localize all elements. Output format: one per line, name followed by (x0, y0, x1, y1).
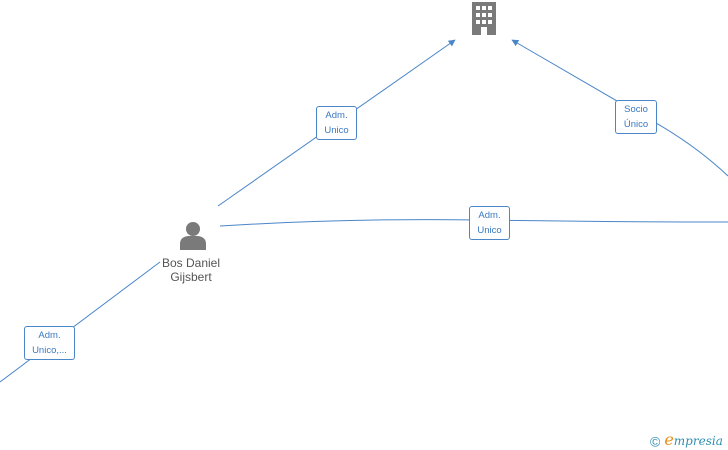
person-name-line2: Gijsbert (170, 270, 212, 284)
brand-logo-e: e (664, 430, 674, 449)
person-icon[interactable] (178, 220, 208, 250)
empresia-watermark[interactable]: ©empresia (650, 430, 723, 450)
edge-label-line1: Adm. (478, 210, 501, 221)
edge-label-line2: Unico (477, 225, 502, 236)
person-name-line1: Bos Daniel (161, 256, 221, 270)
edge-offscreen-to-person[interactable] (0, 261, 161, 383)
edge-label-line1: Socio (624, 104, 648, 115)
building-icon[interactable] (470, 1, 498, 35)
person-name-label[interactable]: Bos Daniel Gijsbert (146, 256, 236, 284)
edge-label-line2: Único (623, 119, 649, 130)
edge-label-line1: Adm. (38, 330, 61, 341)
edge-label-line1: Adm. (325, 110, 348, 121)
edge-label-offscreen-to-person[interactable]: Adm. Unico,... (24, 326, 75, 360)
brand-logo-text: mpresia (673, 434, 723, 448)
copyright-icon: © (650, 433, 661, 450)
edge-label-line2: Unico (324, 125, 349, 136)
edge-label-right-to-company[interactable]: Socio Único (615, 100, 657, 134)
edge-label-line2: Unico,... (32, 345, 67, 356)
edge-label-person-to-right[interactable]: Adm. Unico (469, 206, 510, 240)
edge-label-person-to-company[interactable]: Adm. Unico (316, 106, 357, 140)
